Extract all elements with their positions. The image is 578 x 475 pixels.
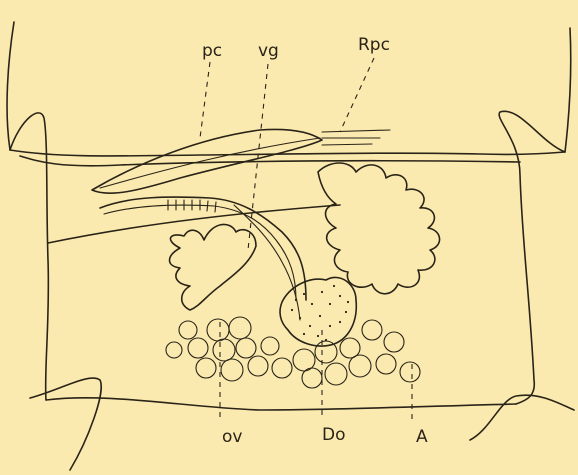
rpc-muscle [322,130,390,145]
right-lobe [499,111,565,404]
label-vg: vg [258,41,279,61]
left-lobe [10,113,48,400]
lower-body-outline [46,398,516,410]
upper-segment-outline [7,22,571,156]
label-ov: ov [222,427,242,447]
right-lobed-gland [318,163,440,294]
label-do: Do [322,425,346,445]
diagonal-line [48,205,340,243]
leader-pc [200,62,210,138]
leader-rpc [340,58,374,132]
ova-cluster [166,317,420,388]
label-a: A [416,427,428,447]
bottom-left-appendage [30,378,101,470]
segment-divider [20,156,520,166]
left-lobed-gland [170,224,257,310]
vg-gland [234,205,300,320]
duct [100,197,306,300]
label-rpc: Rpc [358,35,390,55]
label-pc: pc [202,41,222,61]
